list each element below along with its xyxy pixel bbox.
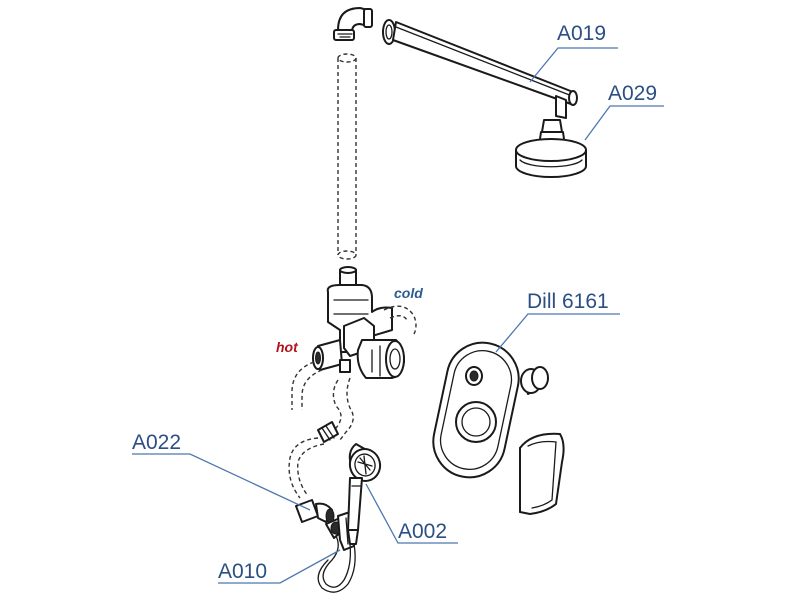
trim-cover-plate (432, 341, 520, 479)
shower-hose (317, 535, 356, 593)
top-elbow-fitting (333, 7, 373, 41)
label-a022: A022 (132, 431, 181, 454)
leader-dill (495, 313, 620, 353)
vertical-riser-pipe (337, 53, 357, 260)
shower-arm (382, 19, 578, 119)
diverter-knob (520, 366, 549, 395)
label-a002: A002 (398, 520, 447, 543)
leader-lines (132, 47, 664, 584)
leader-a029 (584, 105, 664, 141)
label-dill-6161: Dill 6161 (527, 290, 609, 313)
hot-water-inlet (291, 361, 323, 410)
leader-a019 (529, 47, 618, 83)
outlet-connection-pipe (288, 377, 354, 499)
mixer-valve-body (312, 266, 417, 379)
leader-a010 (218, 549, 341, 584)
mixer-lever-handle (519, 432, 565, 515)
label-a010: A010 (218, 560, 267, 583)
label-hot: hot (276, 339, 299, 355)
hand-shower (347, 443, 382, 545)
wall-outlet-elbow (295, 499, 335, 524)
label-a029: A029 (608, 82, 657, 105)
head-shower (515, 119, 587, 178)
leader-a002 (365, 483, 458, 544)
label-cold: cold (394, 285, 423, 301)
leader-a022 (132, 453, 311, 511)
label-a019: A019 (557, 22, 606, 45)
